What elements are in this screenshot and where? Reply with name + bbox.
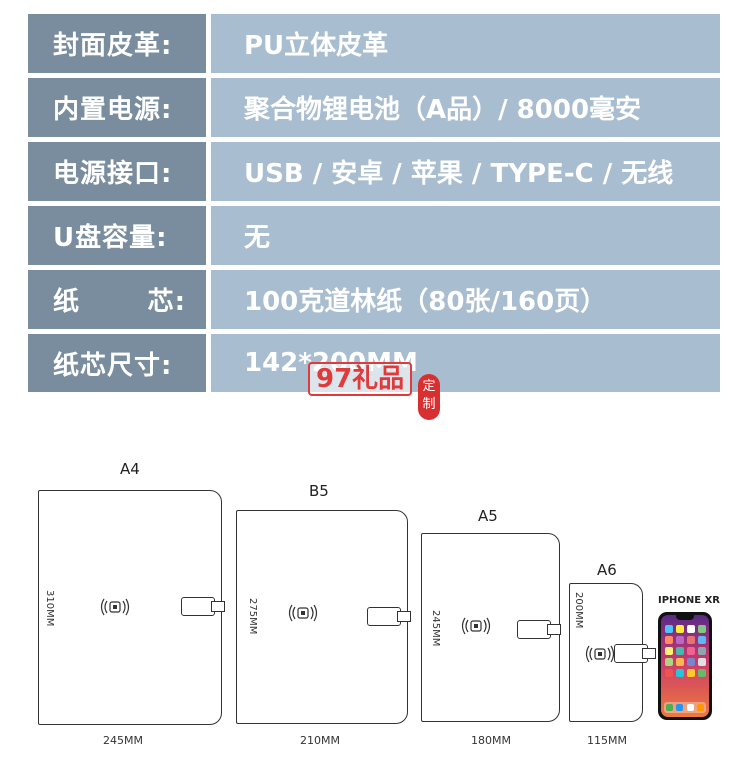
notebook-a5 bbox=[421, 533, 561, 722]
notebook-b5 bbox=[236, 510, 411, 724]
spec-label: 内置电源: bbox=[28, 78, 206, 137]
spec-value: USB / 安卓 / 苹果 / TYPE-C / 无线 bbox=[211, 142, 720, 201]
spec-label: U盘容量: bbox=[28, 206, 206, 265]
app-icon bbox=[687, 658, 695, 666]
iphone-image bbox=[658, 612, 712, 720]
notebook-a6 bbox=[569, 583, 656, 722]
app-icon bbox=[665, 625, 673, 633]
app-icon bbox=[665, 647, 673, 655]
app-grid bbox=[665, 625, 706, 677]
phone-label: IPHONE XR bbox=[658, 595, 721, 606]
app-icon bbox=[687, 647, 695, 655]
dock-icon bbox=[665, 704, 673, 711]
dock-icon bbox=[697, 704, 705, 711]
app-icon bbox=[676, 669, 684, 677]
spec-row: 纸 芯: 100克道林纸（80张/160页） bbox=[28, 270, 720, 329]
clasp-tab bbox=[547, 624, 561, 635]
clasp-tab bbox=[642, 648, 656, 659]
spec-value: PU立体皮革 bbox=[211, 14, 720, 73]
app-icon bbox=[698, 636, 706, 644]
app-icon bbox=[698, 625, 706, 633]
spec-row: 电源接口: USB / 安卓 / 苹果 / TYPE-C / 无线 bbox=[28, 142, 720, 201]
dock-icon bbox=[676, 704, 684, 711]
wireless-charging-icon bbox=[288, 604, 318, 622]
size-width-b5: 210MM bbox=[300, 734, 340, 747]
usb-clasp bbox=[367, 607, 401, 626]
size-width-a4: 245MM bbox=[103, 734, 143, 747]
size-name-a5: A5 bbox=[478, 507, 498, 525]
size-name-a4: A4 bbox=[120, 460, 140, 478]
clasp-tab bbox=[397, 611, 411, 622]
spec-value: 100克道林纸（80张/160页） bbox=[211, 270, 720, 329]
watermark-logo: 97礼品 定制 bbox=[308, 362, 440, 420]
phone-dock bbox=[664, 702, 706, 713]
app-icon bbox=[698, 669, 706, 677]
size-name-a6: A6 bbox=[597, 561, 617, 579]
size-height-a5: 245MM bbox=[430, 610, 441, 647]
usb-clasp bbox=[181, 597, 215, 616]
app-icon bbox=[676, 636, 684, 644]
spec-label: 纸芯尺寸: bbox=[28, 334, 206, 392]
size-width-a5: 180MM bbox=[471, 734, 511, 747]
spec-value: 无 bbox=[211, 206, 720, 265]
wireless-charging-icon bbox=[585, 645, 615, 663]
app-icon bbox=[687, 669, 695, 677]
app-icon bbox=[687, 625, 695, 633]
usb-clasp bbox=[517, 620, 551, 639]
app-icon bbox=[687, 636, 695, 644]
spec-row: 封面皮革: PU立体皮革 bbox=[28, 14, 720, 73]
spec-row: 纸芯尺寸: 142*200MM bbox=[28, 334, 720, 392]
spec-label: 电源接口: bbox=[28, 142, 206, 201]
size-height-a6: 200MM bbox=[573, 592, 584, 629]
clasp-tab bbox=[211, 601, 225, 612]
wireless-charging-icon bbox=[461, 617, 491, 635]
spec-label: 封面皮革: bbox=[28, 14, 206, 73]
spec-row: 内置电源: 聚合物锂电池（A品）/ 8000毫安 bbox=[28, 78, 720, 137]
app-icon bbox=[698, 647, 706, 655]
size-height-b5: 275MM bbox=[247, 598, 258, 635]
spec-table: 封面皮革: PU立体皮革 内置电源: 聚合物锂电池（A品）/ 8000毫安 电源… bbox=[28, 14, 720, 392]
spec-value: 142*200MM bbox=[211, 334, 720, 392]
wireless-charging-icon bbox=[100, 598, 130, 616]
app-icon bbox=[665, 636, 673, 644]
app-icon bbox=[676, 658, 684, 666]
app-icon bbox=[698, 658, 706, 666]
spec-label-part: 芯: bbox=[147, 287, 186, 317]
size-height-a4: 310MM bbox=[44, 590, 55, 627]
spec-row: U盘容量: 无 bbox=[28, 206, 720, 265]
spec-label: 纸 芯: bbox=[28, 270, 206, 329]
phone-screen bbox=[661, 615, 709, 717]
phone-notch bbox=[676, 615, 694, 620]
spec-label-part: 纸 bbox=[53, 287, 81, 317]
spec-value: 聚合物锂电池（A品）/ 8000毫安 bbox=[211, 78, 720, 137]
size-name-b5: B5 bbox=[309, 482, 329, 500]
size-width-a6: 115MM bbox=[587, 734, 627, 747]
app-icon bbox=[676, 647, 684, 655]
watermark-text: 97礼品 bbox=[308, 362, 413, 396]
app-icon bbox=[665, 658, 673, 666]
notebook-a4 bbox=[38, 490, 225, 725]
app-icon bbox=[665, 669, 673, 677]
watermark-seal: 定制 bbox=[418, 374, 440, 420]
app-icon bbox=[676, 625, 684, 633]
dock-icon bbox=[686, 704, 694, 711]
